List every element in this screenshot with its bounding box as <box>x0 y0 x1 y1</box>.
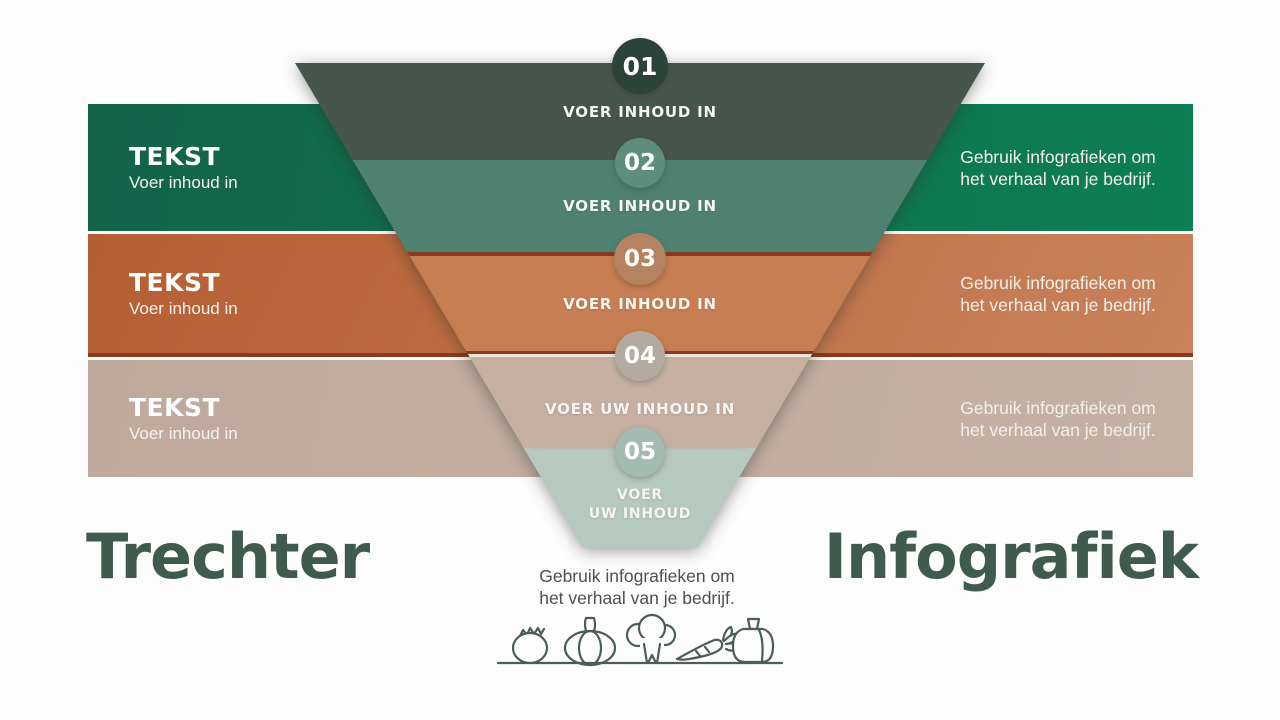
funnel-label-5-line2: UW INHOUD <box>588 506 692 522</box>
band-title: TEKST <box>129 141 221 171</box>
step-circle-2: 02 <box>615 138 665 188</box>
band-green-left-text: TEKST Voer inhoud in <box>129 142 238 193</box>
band-note-line1: Gebruik infografieken om <box>960 272 1156 293</box>
footer-note-line2: het verhaal van je bedrijf. <box>539 588 735 608</box>
funnel-label-5-line1: VOER <box>616 487 664 503</box>
broccoli-icon <box>625 613 677 665</box>
step-number: 03 <box>623 246 656 272</box>
carrot-icon <box>675 625 741 661</box>
band-subtitle: Voer inhoud in <box>129 298 238 318</box>
step-circle-1: 01 <box>612 38 668 94</box>
band-note-line2: het verhaal van je bedrijf. <box>960 168 1156 189</box>
vegetables-illustration <box>496 613 784 667</box>
band-subtitle: Voer inhoud in <box>129 423 238 443</box>
step-circle-4: 04 <box>615 331 665 381</box>
band-note-line2: het verhaal van je bedrijf. <box>960 294 1156 315</box>
band-title: TEKST <box>129 392 221 422</box>
funnel-label-3: VOER INHOUD IN <box>563 295 717 313</box>
funnel-label-2: VOER INHOUD IN <box>563 197 717 215</box>
step-number: 04 <box>623 343 656 369</box>
step-number: 05 <box>623 439 656 465</box>
footer-note: Gebruik infografieken om het verhaal van… <box>487 565 787 609</box>
band-tan-left-text: TEKST Voer inhoud in <box>129 393 238 444</box>
bell-pepper-icon <box>731 617 775 664</box>
band-orange-left-text: TEKST Voer inhoud in <box>129 268 238 319</box>
funnel-label-1: VOER INHOUD IN <box>563 103 717 121</box>
band-green-note: Gebruik infografieken om het verhaal van… <box>918 146 1198 190</box>
band-orange-note: Gebruik infografieken om het verhaal van… <box>918 272 1198 316</box>
step-circle-3: 03 <box>614 233 666 285</box>
funnel-label-4: VOER UW INHOUD IN <box>544 400 736 418</box>
step-circle-5: 05 <box>615 427 665 477</box>
pumpkin-icon <box>563 616 617 667</box>
main-title-right: Infografiek <box>823 520 1199 593</box>
step-number: 01 <box>622 51 658 81</box>
band-note-line2: het verhaal van je bedrijf. <box>960 419 1156 440</box>
band-subtitle: Voer inhoud in <box>129 172 238 192</box>
funnel-label-5: VOER UW INHOUD <box>490 486 790 524</box>
band-note-line1: Gebruik infografieken om <box>960 146 1156 167</box>
band-tan-note: Gebruik infografieken om het verhaal van… <box>918 397 1198 441</box>
band-title: TEKST <box>129 267 221 297</box>
tomato-icon <box>511 626 549 665</box>
band-note-line1: Gebruik infografieken om <box>960 397 1156 418</box>
step-number: 02 <box>623 150 656 176</box>
main-title-left: Trechter <box>86 520 370 593</box>
footer-note-line1: Gebruik infografieken om <box>539 566 735 586</box>
